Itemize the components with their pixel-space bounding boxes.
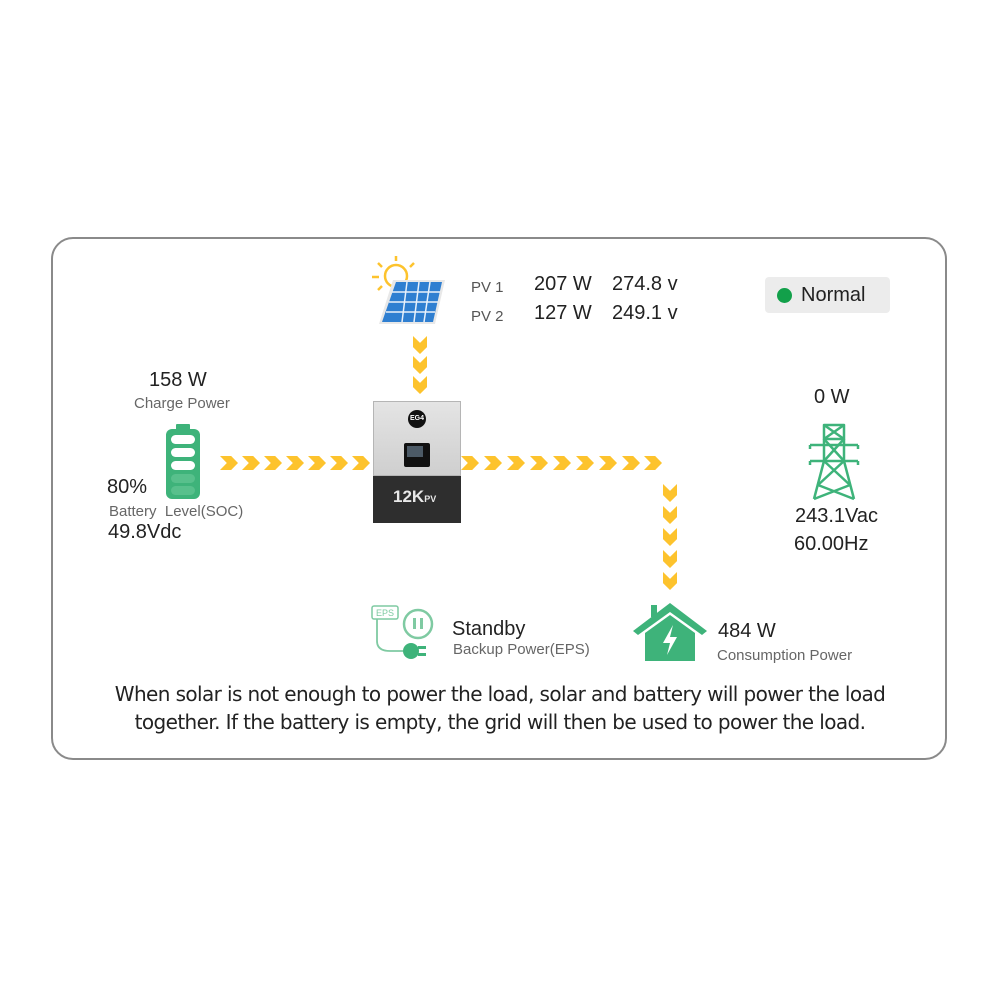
pv2-voltage: 249.1 v [612,302,678,324]
battery-voltage: 49.8Vdc [108,521,182,543]
inverter-logo: EG4 [408,410,426,428]
charge-power-label: Charge Power [134,395,230,412]
energy-flow-panel [51,237,947,760]
solar-panel-icon [372,256,445,324]
status-badge: Normal [765,277,890,313]
grid-power: 0 W [814,386,850,408]
grid-frequency: 60.00Hz [794,533,869,555]
grid-voltage: 243.1Vac [795,505,879,527]
pv1-voltage: 274.8 v [612,273,678,295]
battery-soc-label: Battery Level(SOC) [109,503,244,520]
charge-power-value: 158 W [149,369,207,391]
pv1-power: 207 W [534,273,592,295]
eps-outlet-icon: EPS [371,605,434,659]
inverter-image: EG4 12KPV [373,401,461,523]
svg-text:EPS: EPS [376,608,394,618]
eps-label: Backup Power(EPS) [453,641,590,658]
status-label: Normal [801,283,866,306]
load-label: Consumption Power [717,647,853,664]
inverter-model: 12KPV [393,487,437,506]
caption-line-1: When solar is not enough to power the lo… [114,682,886,706]
transmission-tower-icon [808,423,860,501]
battery-icon [166,424,200,499]
caption-line-2: together. If the battery is empty, the g… [134,710,866,734]
pv2-power: 127 W [534,302,592,324]
eps-status: Standby [452,618,526,640]
house-load-icon [633,603,707,661]
pv1-label: PV 1 [471,279,504,296]
status-dot-icon [777,287,792,303]
pv2-label: PV 2 [471,308,504,325]
load-power: 484 W [718,620,776,642]
battery-soc-value: 80% [107,476,148,498]
description-caption: When solar is not enough to power the lo… [60,680,940,736]
